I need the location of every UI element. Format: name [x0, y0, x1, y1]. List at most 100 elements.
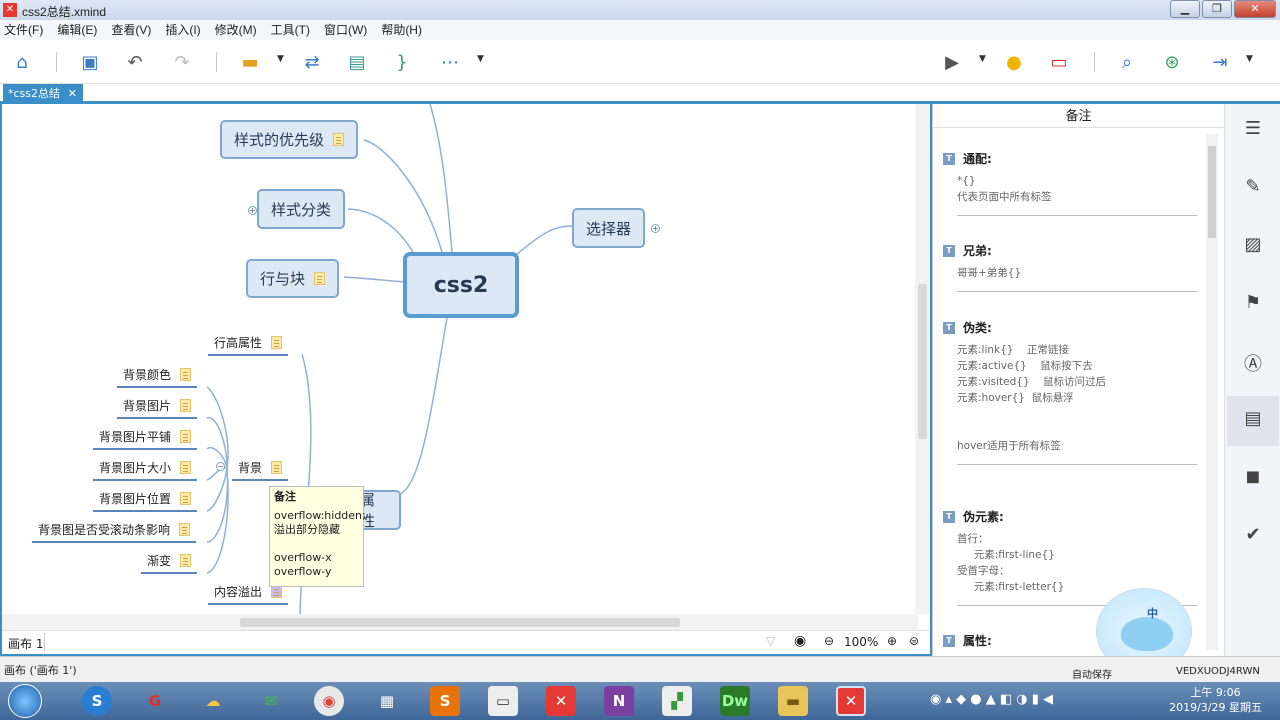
- brainstorm-icon[interactable]: ●: [1006, 51, 1022, 73]
- presentation-dropdown-icon[interactable]: ▼: [979, 54, 986, 64]
- leaf-gradient[interactable]: 渐变: [141, 552, 198, 574]
- export-icon[interactable]: ⇥: [1212, 51, 1228, 73]
- note-icon[interactable]: [180, 461, 192, 474]
- note-icon[interactable]: [180, 368, 192, 381]
- undo-icon[interactable]: ↶: [127, 51, 143, 73]
- menu-window[interactable]: 窗口(W): [323, 23, 368, 37]
- sheet-tab[interactable]: 画布 1: [8, 637, 44, 651]
- image-icon[interactable]: ▨: [1244, 234, 1262, 255]
- restore-button[interactable]: ❐: [1202, 0, 1232, 18]
- chart-app-icon[interactable]: ▞: [662, 686, 692, 716]
- weather-icon[interactable]: ☁: [205, 692, 221, 710]
- leaf-bg-size[interactable]: 背景图片大小: [93, 459, 198, 481]
- window-app-icon[interactable]: ▭: [488, 686, 518, 716]
- leaf-overflow[interactable]: 内容溢出: [208, 583, 289, 605]
- topic-selector[interactable]: 选择器: [572, 208, 646, 248]
- tab-css2-summary[interactable]: *css2总结 ✕: [3, 84, 83, 104]
- leaf-line-height[interactable]: 行高属性: [208, 334, 289, 356]
- menu-tools[interactable]: 工具(T): [270, 23, 310, 37]
- export-dropdown-icon[interactable]: ▼: [1246, 54, 1253, 64]
- notes-icon[interactable]: ▤: [1244, 408, 1262, 429]
- collapse-icon[interactable]: −: [216, 462, 225, 471]
- menu-view[interactable]: 查看(V): [111, 23, 152, 37]
- note-icon[interactable]: [179, 523, 191, 536]
- sublime-icon[interactable]: S: [430, 686, 460, 716]
- leaf-bg[interactable]: 背景: [232, 459, 289, 481]
- note-icon[interactable]: [333, 133, 345, 146]
- note-icon[interactable]: [180, 554, 192, 567]
- horizontal-scrollbar[interactable]: [2, 614, 918, 630]
- relationship-icon[interactable]: ⇄: [304, 51, 320, 73]
- leaf-bg-color[interactable]: 背景颜色: [117, 366, 198, 388]
- menu-insert[interactable]: 插入(I): [165, 23, 201, 37]
- comments-icon[interactable]: ◼: [1245, 466, 1261, 487]
- save-icon[interactable]: ▣: [81, 51, 99, 73]
- topic-icon[interactable]: ▬: [241, 51, 259, 73]
- menu-file[interactable]: 文件(F): [4, 23, 44, 37]
- close-button[interactable]: ✕: [1234, 0, 1276, 18]
- dreamweaver-icon[interactable]: Dw: [720, 686, 750, 716]
- netease-icon[interactable]: G: [148, 692, 162, 710]
- menu-edit[interactable]: 编辑(E): [57, 23, 98, 37]
- expand-icon[interactable]: +: [248, 206, 257, 215]
- more-icon[interactable]: ⋯: [441, 51, 459, 73]
- zoom-out-icon[interactable]: ⊖: [824, 634, 835, 648]
- tray-icons[interactable]: ◉ ▴ ◆ ● ▲ ◧ ◑ ▮ ◀: [930, 692, 1054, 707]
- leaf-bg-position[interactable]: 背景图片位置: [93, 490, 198, 512]
- menu-modify[interactable]: 修改(M): [214, 23, 257, 37]
- eye-icon[interactable]: ◉: [794, 633, 807, 649]
- wechat-icon[interactable]: ✉: [264, 692, 278, 710]
- outline-icon[interactable]: ☰: [1244, 118, 1262, 139]
- filter-icon[interactable]: ▽: [766, 634, 776, 648]
- summary-icon[interactable]: }: [396, 51, 408, 73]
- boundary-icon[interactable]: ▤: [348, 51, 366, 73]
- leaf-bg-scroll[interactable]: 背景图是否受滚动条影响: [32, 521, 197, 543]
- note-icon[interactable]: [180, 399, 192, 412]
- note-icon[interactable]: [271, 336, 283, 349]
- sogou-icon[interactable]: S: [82, 686, 112, 716]
- central-topic[interactable]: css2: [403, 252, 519, 318]
- minimize-button[interactable]: ▁: [1170, 0, 1200, 18]
- search-icon[interactable]: ⌕: [1121, 51, 1133, 73]
- home-icon[interactable]: ⌂: [16, 51, 28, 73]
- marker-flag-icon[interactable]: ⚑: [1244, 292, 1262, 313]
- task-view-icon[interactable]: ▦: [379, 692, 395, 710]
- expand-icon[interactable]: +: [651, 224, 660, 233]
- mindmap-canvas[interactable]: 样式的优先级 + 样式分类 行与块 选择器 + css2 属性 行高属性 背景颜…: [0, 104, 932, 656]
- redo-icon[interactable]: ↷: [174, 51, 190, 73]
- zoom-in-icon[interactable]: ⊕: [887, 634, 898, 648]
- topic-classify[interactable]: 样式分类: [257, 189, 346, 229]
- xmind-taskbar-icon[interactable]: ✕: [546, 686, 576, 716]
- font-icon[interactable]: Ⓐ: [1244, 354, 1262, 375]
- task-icon[interactable]: ✔: [1245, 524, 1261, 545]
- xmind-active-icon[interactable]: ✕: [836, 686, 866, 716]
- topic-dropdown-icon[interactable]: ▼: [277, 54, 284, 64]
- horizontal-scroll-thumb[interactable]: [240, 618, 680, 627]
- onenote-icon[interactable]: N: [604, 686, 634, 716]
- format-brush-icon[interactable]: ✎: [1245, 176, 1261, 197]
- note-icon[interactable]: [271, 461, 283, 474]
- folder-icon[interactable]: ▬: [778, 686, 808, 716]
- note-icon[interactable]: [180, 492, 192, 505]
- chrome-icon[interactable]: ◉: [314, 686, 344, 716]
- presentation-icon[interactable]: ▶: [945, 51, 959, 73]
- close-tab-icon[interactable]: ✕: [67, 87, 77, 100]
- menu-help[interactable]: 帮助(H): [381, 23, 422, 37]
- leaf-bg-repeat[interactable]: 背景图片平铺: [93, 428, 198, 450]
- note-icon[interactable]: [314, 272, 326, 285]
- notes-scroll-thumb[interactable]: [1208, 146, 1216, 238]
- taskbar-clock[interactable]: 上午 9:06 2019/3/29 星期五: [1169, 685, 1262, 715]
- zoom-menu-icon[interactable]: ⊜: [909, 634, 920, 648]
- note-icon[interactable]: [180, 430, 192, 443]
- notes-scrollbar[interactable]: [1206, 134, 1218, 650]
- leaf-bg-image[interactable]: 背景图片: [117, 397, 198, 419]
- topic-priority[interactable]: 样式的优先级: [220, 120, 359, 159]
- more-dropdown-icon[interactable]: ▼: [477, 54, 484, 64]
- start-button[interactable]: [8, 684, 42, 718]
- vertical-scroll-thumb[interactable]: [918, 284, 927, 439]
